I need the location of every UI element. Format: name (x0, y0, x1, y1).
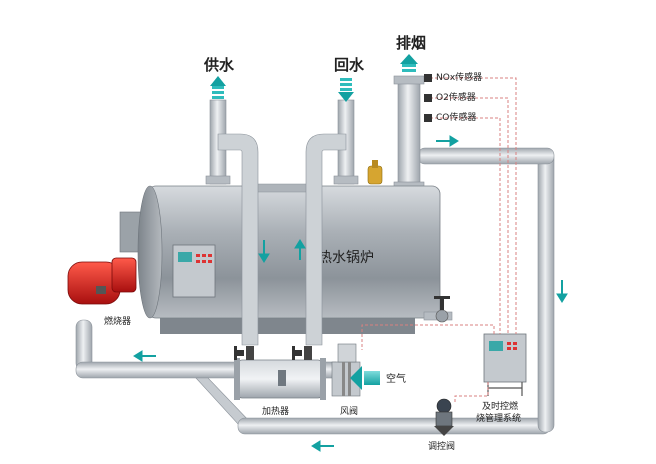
o2-sensor-icon (424, 94, 432, 102)
direction-arrows (133, 135, 568, 452)
drain-valve-icon (423, 296, 453, 323)
exhaust-label: 排烟 (396, 34, 426, 52)
arrow-left-bottom-icon (311, 440, 334, 452)
burner: 燃烧器 (67, 257, 137, 327)
supply-water-label: 供水 (203, 56, 235, 74)
return-pipe (305, 99, 359, 346)
heater-label: 加热器 (262, 405, 289, 417)
damper-label: 风阀 (340, 406, 358, 417)
supply-pipe (205, 99, 259, 346)
control-system-label-2: 烧管理系统 (476, 412, 521, 424)
arrow-down-icon (258, 240, 270, 263)
control-panel-leds (196, 254, 212, 263)
signal-lines (361, 77, 517, 404)
arrow-right-icon (436, 135, 459, 147)
nox-sensor-icon (424, 74, 432, 82)
arrow-up-icon (294, 239, 306, 260)
heater: 加热器 (234, 358, 326, 417)
exhaust-stack (393, 75, 425, 191)
return-water-label: 回水 (334, 56, 365, 74)
safety-valve-icon (367, 160, 383, 185)
hot-water-boiler: 热水锅炉 (119, 183, 441, 334)
arrow-down-right-icon (556, 280, 568, 303)
nox-sensor-label: NOx传感器 (436, 71, 482, 83)
burner-label: 燃烧器 (104, 315, 131, 327)
control-valve-label: 调控阀 (428, 440, 455, 452)
co-sensor-label: CO传感器 (436, 111, 476, 123)
control-system-label-1: 及时控燃 (482, 400, 518, 412)
return-flow-arrow-icon (338, 78, 354, 102)
co-sensor-icon (424, 114, 432, 122)
return-loop-pipe (75, 147, 555, 435)
exhaust-flow-arrow-icon (400, 54, 418, 72)
air-label: 空气 (386, 372, 406, 385)
air-damper: 风阀 (331, 343, 361, 417)
air-inlet-arrow-icon (350, 366, 380, 390)
control-valve: 调控阀 (428, 398, 455, 452)
supply-valve-icon (234, 346, 254, 360)
control-cabinet: 及时控燃 烧管理系统 (476, 333, 527, 424)
arrow-left-icon (133, 350, 156, 362)
return-valve-icon (292, 346, 312, 360)
o2-sensor-label: O2传感器 (436, 91, 476, 103)
boiler-label: 热水锅炉 (318, 250, 374, 266)
supply-flow-arrow-icon (210, 76, 226, 99)
